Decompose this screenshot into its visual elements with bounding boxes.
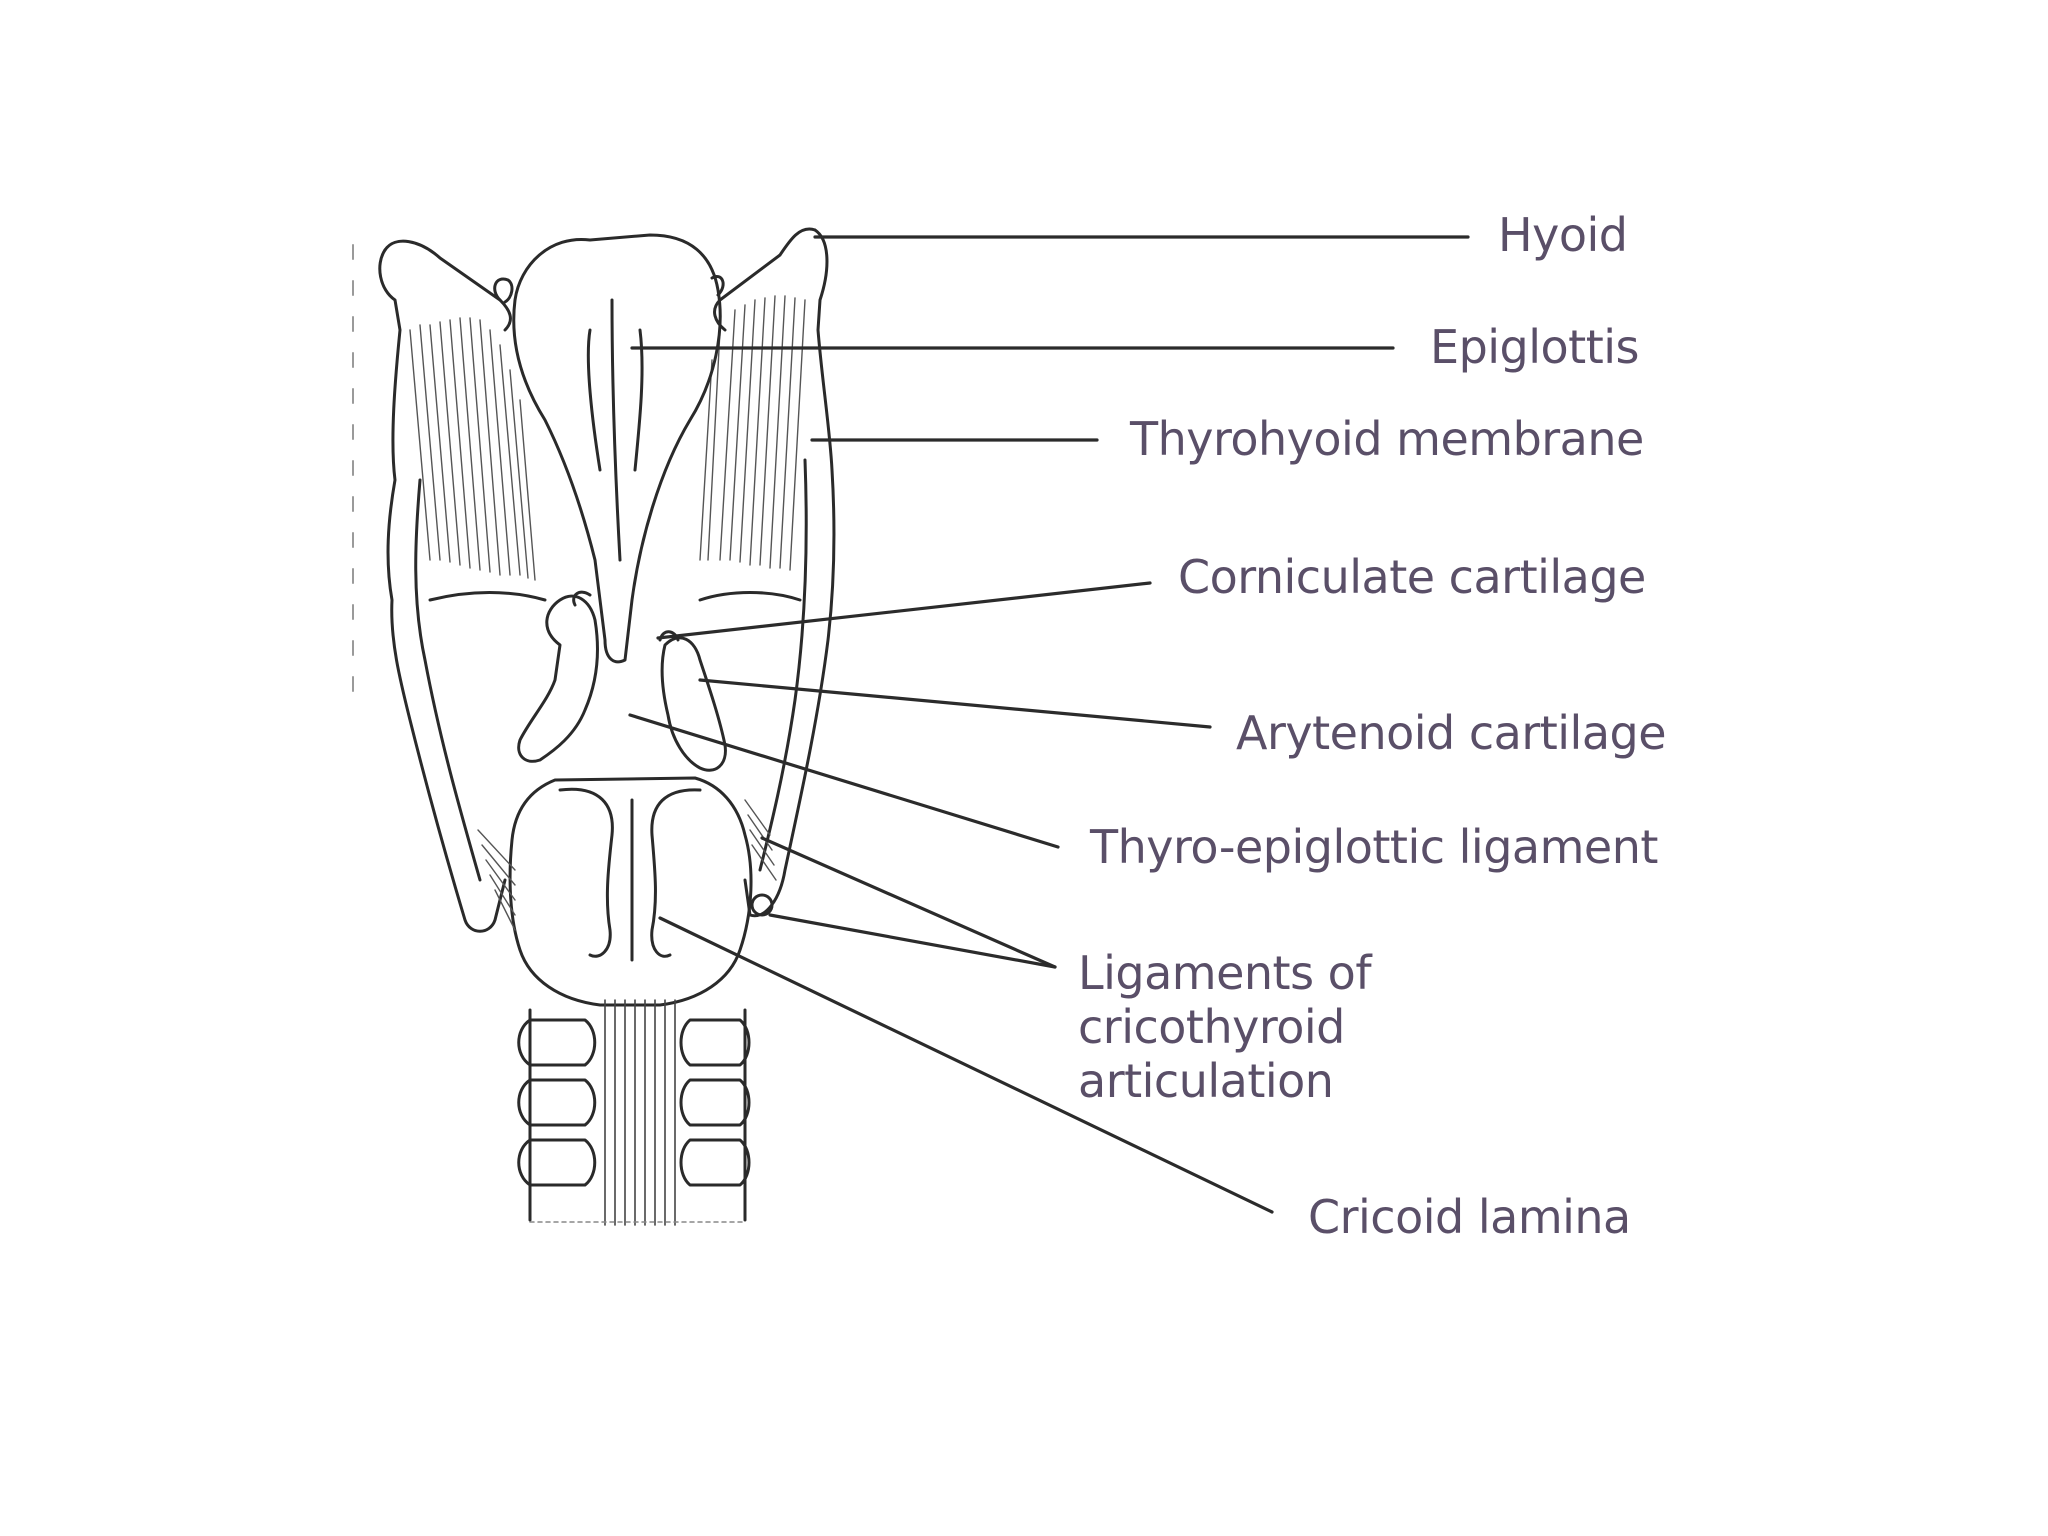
epiglottis-outline — [512, 233, 722, 664]
right-membrane-hatch — [699, 295, 806, 571]
cricoid-right-bulge — [650, 788, 702, 958]
leader-thyro-epiglottic — [628, 713, 1060, 849]
leader-cricothyroid-2 — [768, 913, 1057, 969]
epiglottis-fold-left — [586, 328, 602, 472]
left-tubercle — [493, 277, 514, 304]
leader-cricothyroid-1 — [760, 836, 1057, 969]
right-thyroid-lamina — [743, 228, 836, 918]
leader-cricoid-lamina — [658, 916, 1274, 1214]
left-lamina-inner — [414, 478, 482, 882]
label-hyoid: Hyoid — [1498, 208, 1628, 262]
label-cricoid-lamina: Cricoid lamina — [1308, 1190, 1631, 1244]
right-articulation-facet — [750, 893, 774, 917]
leader-arytenoid — [698, 678, 1212, 729]
left-thyroid-lamina — [378, 248, 507, 933]
label-ligaments-line1: Ligaments of cricothyroid — [1078, 946, 1372, 1054]
right-tubercle — [710, 275, 725, 297]
leader-lines — [628, 235, 1470, 1214]
membrane-lower-right — [698, 591, 802, 602]
corniculate-left — [572, 590, 592, 607]
right-lamina-inner — [758, 458, 808, 872]
epiglottis-midline — [610, 298, 622, 562]
label-thyrohyoid-membrane: Thyrohyoid membrane — [1130, 412, 1644, 466]
trachea-right-rings — [679, 1018, 751, 1187]
left-cricothyroid-ligament-hatch — [477, 829, 516, 931]
label-arytenoid-cartilage: Arytenoid cartilage — [1236, 706, 1667, 760]
cricoid-lamina-outline — [508, 776, 753, 1007]
cricoid-left-bulge — [558, 787, 614, 958]
trachea-membranous-wall — [604, 999, 676, 1226]
label-corniculate-cartilage: Corniculate cartilage — [1178, 550, 1646, 604]
right-greater-horn — [713, 227, 817, 332]
left-greater-horn — [383, 239, 512, 332]
label-epiglottis: Epiglottis — [1430, 320, 1640, 374]
leader-corniculate — [656, 581, 1152, 640]
label-ligaments-line2: articulation — [1078, 1054, 1334, 1108]
label-ligaments-cricothyroid-articulation: Ligaments of cricothyroid articulation — [1078, 946, 1638, 1108]
left-membrane-hatch — [409, 317, 536, 581]
right-cricothyroid-ligament-hatch — [744, 799, 777, 881]
left-arytenoid — [517, 594, 600, 763]
trachea-left-rings — [517, 1018, 597, 1187]
membrane-lower-left — [428, 591, 547, 602]
right-arytenoid — [660, 636, 727, 772]
epiglottis-fold-right — [633, 328, 644, 472]
label-thyro-epiglottic-ligament: Thyro-epiglottic ligament — [1090, 820, 1658, 874]
